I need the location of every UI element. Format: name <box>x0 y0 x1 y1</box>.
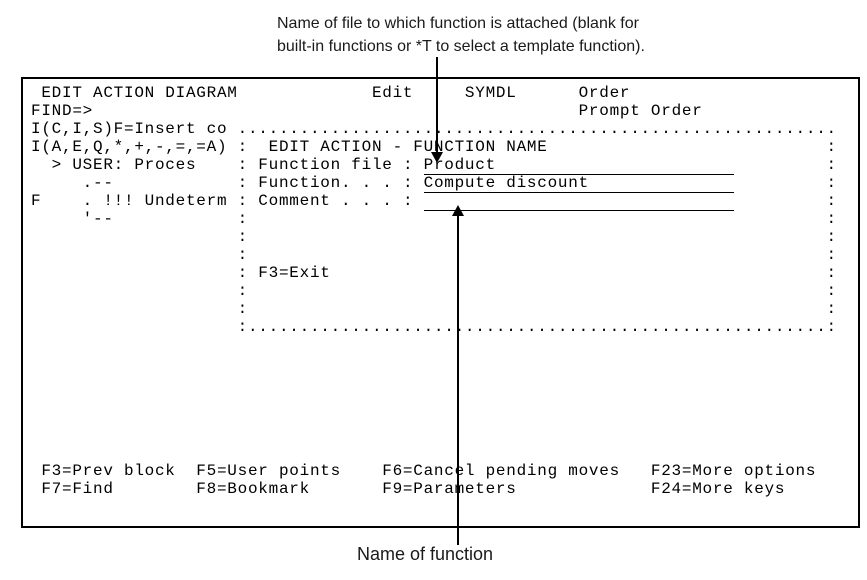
screen-row: : : <box>31 228 837 246</box>
window-title-row: I(A,E,Q,*,+,-,=,=A) : EDIT ACTION - FUNC… <box>31 138 837 156</box>
screen-text-segment: .-- : <box>31 174 259 192</box>
file-annotation-caption-line1: Name of file to which function is attach… <box>277 15 639 32</box>
comment-input[interactable] <box>423 192 734 211</box>
screen-row: : : <box>31 246 837 264</box>
function-keys-row-2: F7=Find F8=Bookmark F9=Parameters F24=Mo… <box>31 480 785 498</box>
screen-text-segment: : <box>733 174 837 192</box>
function-annotation-arrowhead-icon <box>452 205 464 216</box>
file-annotation-arrowhead-icon <box>431 152 443 163</box>
window-fkey-row: : F3=Exit : <box>31 264 837 282</box>
comment-row: F . !!! Undeterm : Comment . . . : : <box>31 192 837 211</box>
screen-text-segment: > USER: Proces : <box>31 156 259 174</box>
screen-text-segment: Function. . . : <box>258 174 424 192</box>
file-annotation-caption: Name of file to which function is attach… <box>277 12 645 58</box>
screen-text-segment: F7=Find F8=Bookmark F9=Parameters F24=Mo… <box>31 480 786 498</box>
find-input[interactable]: FIND=> <box>31 102 93 120</box>
screen-text-segment: : : <box>31 282 837 300</box>
function-name-input[interactable]: Compute discount <box>423 174 734 193</box>
screen-text-segment: :.......................................… <box>31 318 837 336</box>
screen-text-segment: : <box>733 192 837 210</box>
function-file-input[interactable]: Product <box>423 156 734 175</box>
screen-text-segment: : <box>733 156 837 174</box>
screen-text-segment: : F3=Exit : <box>31 264 837 282</box>
screen-text-segment: F . !!! Undeterm : <box>31 192 259 210</box>
screen-text-segment: : : <box>31 300 837 318</box>
screen-row: : : <box>31 282 837 300</box>
screen-row: '-- : : <box>31 210 837 228</box>
file-annotation-caption-line2: built-in functions or *T to select a tem… <box>277 38 645 55</box>
file-annotation-arrow-line <box>436 57 438 153</box>
screen-text-segment: Function file : <box>258 156 424 174</box>
function-annotation-arrow-line <box>457 214 459 545</box>
function-name-row: .-- : Function. . . : Compute discount : <box>31 174 837 193</box>
screen-text-segment: I(C,I,S)F=Insert co ....................… <box>31 120 837 138</box>
screen-text-segment: Prompt Order <box>93 102 703 120</box>
screen-text-segment: : : <box>31 228 837 246</box>
function-annotation-caption: Name of function <box>357 544 494 564</box>
window-bottom-border-row: :.......................................… <box>31 318 837 336</box>
screen-text-segment: Comment . . . : <box>258 192 424 210</box>
screen-text-segment: I(A,E,Q,*,+,-,=,=A) : EDIT ACTION - FUNC… <box>31 138 837 156</box>
find-prompt-row: FIND=> Prompt Order <box>31 102 703 120</box>
screen-row: : : <box>31 300 837 318</box>
screen-text-segment: F3=Prev block F5=User points F6=Cancel p… <box>31 462 817 480</box>
screen-text-segment: : : <box>31 246 837 264</box>
screen-header-row: EDIT ACTION DIAGRAM Edit SYMDL Order <box>31 84 630 102</box>
screen-text-segment: EDIT ACTION DIAGRAM Edit SYMDL Order <box>31 84 631 102</box>
screen-text-segment: '-- : : <box>31 210 837 228</box>
function-keys-row-1: F3=Prev block F5=User points F6=Cancel p… <box>31 462 816 480</box>
window-top-border-row: I(C,I,S)F=Insert co ....................… <box>31 120 837 138</box>
